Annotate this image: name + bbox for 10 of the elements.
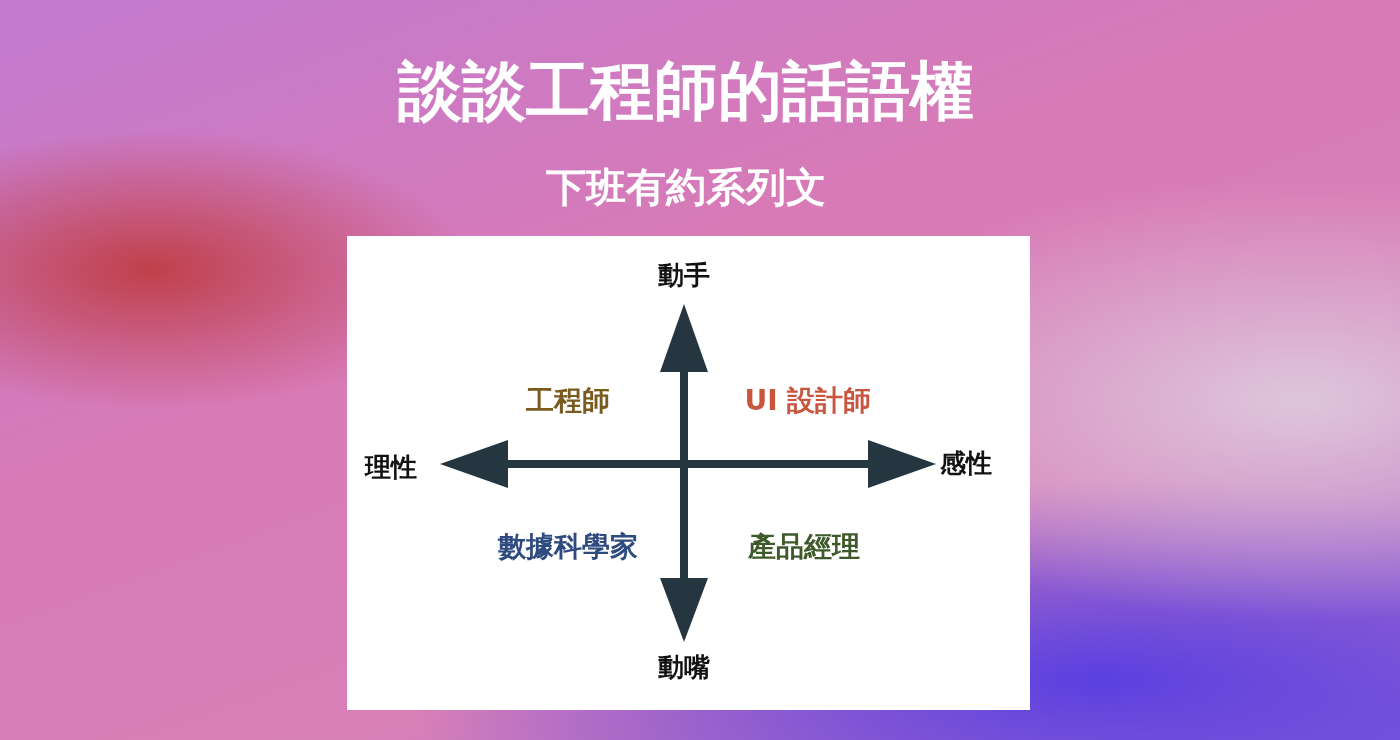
axis-label: 理性 [365,451,417,484]
axis-label: 動手 [658,259,710,292]
quadrant-label: 產品經理 [748,529,860,565]
quadrant-label: 數據科學家 [498,529,638,565]
axis-label: 動嘴 [658,651,710,684]
title: 談談工程師的話語權 [398,53,974,130]
subtitle: 下班有約系列文 [546,163,826,212]
axis-label: 感性 [940,447,992,480]
quadrant-label: UI 設計師 [744,383,872,419]
quadrant-label: 工程師 [526,383,610,419]
